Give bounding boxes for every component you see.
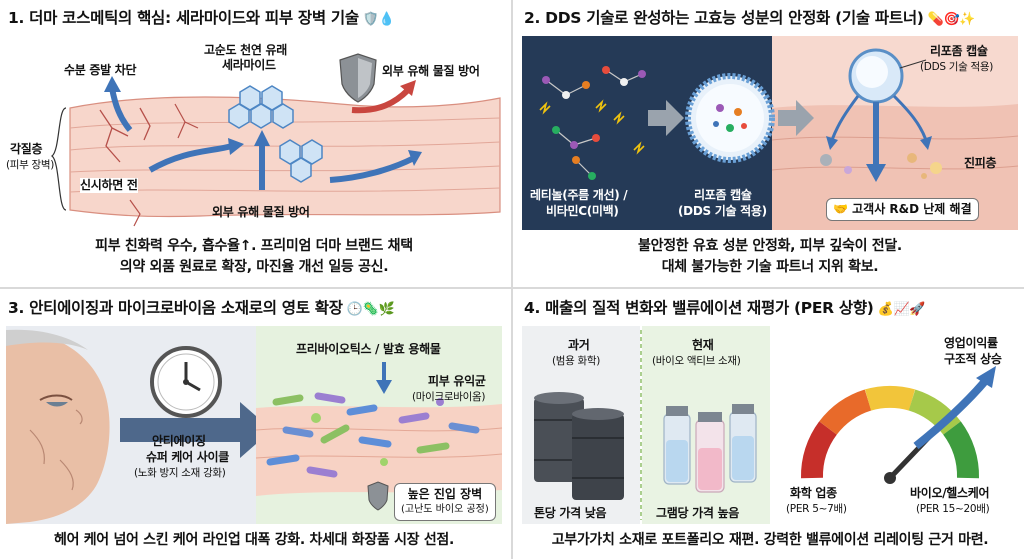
label-retinol-1: 레티놀(주름 개선) / (530, 188, 628, 202)
label-retinol-2: 비타민C(미백) (546, 204, 619, 218)
label-stratum-1: 각질층 (10, 142, 43, 156)
vertical-divider (511, 0, 513, 559)
panel1-caption-2: 의약 외품 원료로 확장, 마진율 개선 일등 공신. (119, 259, 389, 275)
pill-target-sparkle-icon: 💊🎯✨ (927, 12, 976, 27)
barrier-sublabel: (고난도 바이오 공정) (401, 504, 489, 515)
label-profit-2: 구조적 상승 (944, 352, 1002, 366)
label-liposome-mid-1: 리포좀 캡슐 (694, 188, 752, 202)
panel3-title: 3. 안티에이징과 마이크로바이옴 소재로의 영토 확장🕒🦠🌿 (8, 299, 395, 317)
label-now-1: 현재 (692, 338, 714, 352)
label-antiaging-2: 슈퍼 케어 사이클 (146, 450, 229, 464)
label-bio-2: (PER 15~20배) (916, 503, 990, 515)
label-prebiotics: 프리바이오틱스 / 발효 용해물 (296, 342, 441, 356)
label-antiaging-1: 안티에이징 (152, 434, 206, 448)
label-now-2: (바이오 액티브 소재) (652, 355, 741, 367)
label-chem-1: 화학 업종 (790, 486, 837, 500)
label-external-top: 외부 유해 물질 방어 (382, 64, 480, 78)
panel2-caption-1: 불안정한 유효 성분 안정화, 피부 깊숙이 전달. (638, 238, 902, 254)
panel3-caption: 헤어 케어 넘어 스킨 케어 라인업 대폭 강화. 차세대 화장품 시장 선점. (53, 532, 454, 548)
label-stratum-2: (피부 장벽) (6, 159, 55, 171)
label-liposome-top-2: (DDS 기술 적용) (920, 61, 994, 73)
partner-badge: 🤝 고객사 R&D 난제 해결 (826, 198, 979, 221)
label-ton: 톤당 가격 낮음 (534, 506, 607, 520)
shield-drop-icon: 🛡️💧 (362, 12, 395, 27)
label-past-2: (범용 화학) (552, 355, 601, 367)
label-liposome-mid-2: (DDS 기술 적용) (678, 204, 767, 218)
barrier-badge: 높은 진입 장벽 (고난도 바이오 공정) (394, 483, 496, 521)
panel-ceramide: 1. 더마 코스메틱의 핵심: 세라마이드와 피부 장벽 기술🛡️💧 (0, 0, 508, 286)
label-external-bottom: 외부 유해 물질 방어 (212, 205, 310, 219)
label-past-1: 과거 (568, 338, 590, 352)
panel2-caption-2: 대체 불가능한 기술 파트너 지위 확보. (661, 259, 879, 275)
label-flora-2: (마이크로바이옴) (412, 391, 486, 403)
label-ceramide-1: 고순도 천연 유래 (204, 43, 287, 57)
panel1-title: 1. 더마 코스메틱의 핵심: 세라마이드와 피부 장벽 기술🛡️💧 (8, 9, 395, 27)
valuation-illustration (522, 326, 996, 524)
label-liposome-top-1: 리포좀 캡슐 (930, 44, 988, 58)
clock-microbe-leaf-icon: 🕒🦠🌿 (346, 302, 395, 317)
panel1-caption-1: 피부 친화력 우수, 흡수율↑. 프리미엄 더마 브랜드 채택 (95, 238, 413, 254)
label-chem-2: (PER 5~7배) (786, 503, 847, 515)
handshake-icon: 🤝 (833, 202, 853, 216)
money-chart-rocket-icon: 💰📈🚀 (877, 302, 926, 317)
horizontal-divider (0, 287, 1024, 289)
label-profit-1: 영업이익률 (944, 336, 998, 350)
label-moisture: 수분 증발 차단 (64, 63, 137, 77)
panel2-title: 2. DDS 기술로 완성하는 고효능 성분의 안정화 (기술 파트너)💊🎯✨ (524, 9, 976, 27)
skin-illustration (51, 53, 501, 227)
label-antiaging-3: (노화 방지 소재 강화) (134, 467, 226, 479)
label-dermis: 진피층 (964, 156, 997, 170)
label-bio-1: 바이오/헬스케어 (910, 486, 990, 500)
label-gram: 그램당 가격 높음 (656, 506, 739, 520)
label-flora-1: 피부 유익균 (428, 374, 486, 388)
panel4-title: 4. 매출의 질적 변화와 밸류에이션 재평가 (PER 상향)💰📈🚀 (524, 299, 926, 317)
panel-antiaging: 3. 안티에이징과 마이크로바이옴 소재로의 영토 확장🕒🦠🌿 (0, 290, 508, 559)
panel-dds: 2. DDS 기술로 완성하는 고효능 성분의 안정화 (기술 파트너)💊🎯✨ (516, 0, 1024, 286)
panel4-caption: 고부가가치 소재로 포트폴리오 재편. 강력한 밸류에이션 리레이팅 근거 마련… (551, 532, 989, 548)
label-ceramide-2: 세라마이드 (222, 58, 276, 72)
barrier-label: 높은 진입 장벽 (407, 487, 483, 501)
antiaging-illustration (6, 326, 503, 524)
label-new: 신시하면 전 (80, 178, 138, 193)
panel-valuation: 4. 매출의 질적 변화와 밸류에이션 재평가 (PER 상향)💰📈🚀 (516, 290, 1024, 559)
partner-label: 고객사 R&D 난제 해결 (852, 202, 972, 216)
